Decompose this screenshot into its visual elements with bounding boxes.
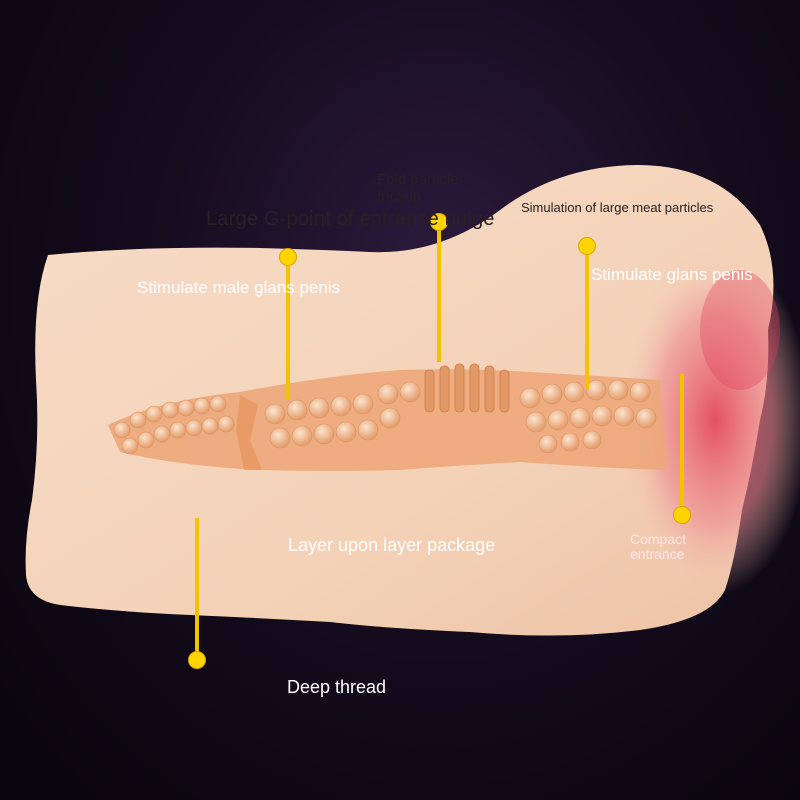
leader-line-fold xyxy=(437,225,441,362)
callout-dot-fold xyxy=(431,214,447,230)
leader-line-g-point xyxy=(286,260,290,400)
label-large-g-point: Large G-point of entrance bulge xyxy=(206,208,495,230)
label-fold-particle: Fold particle friction xyxy=(377,171,459,205)
callout-dot-g-point xyxy=(280,249,296,265)
leader-line-deep xyxy=(195,518,199,658)
label-meat-particles: Simulation of large meat particles xyxy=(521,200,714,215)
label-glans-left: Stimulate male glans penis xyxy=(137,278,341,297)
leader-line-compact xyxy=(680,374,684,514)
fold-ridges xyxy=(424,363,510,413)
label-deep-thread: Deep thread xyxy=(287,677,387,697)
label-glans-right: Stimulate glans penis xyxy=(591,265,753,284)
callout-dot-compact xyxy=(674,507,690,523)
inner-texture xyxy=(113,379,657,455)
label-layer-package: Layer upon layer package xyxy=(288,535,496,555)
callout-dot-deep xyxy=(189,652,205,668)
entrance-area xyxy=(620,245,800,595)
callout-dot-meat xyxy=(579,238,595,254)
label-compact-entrance: Compact entrance xyxy=(630,531,687,563)
leader-line-meat xyxy=(585,250,589,390)
